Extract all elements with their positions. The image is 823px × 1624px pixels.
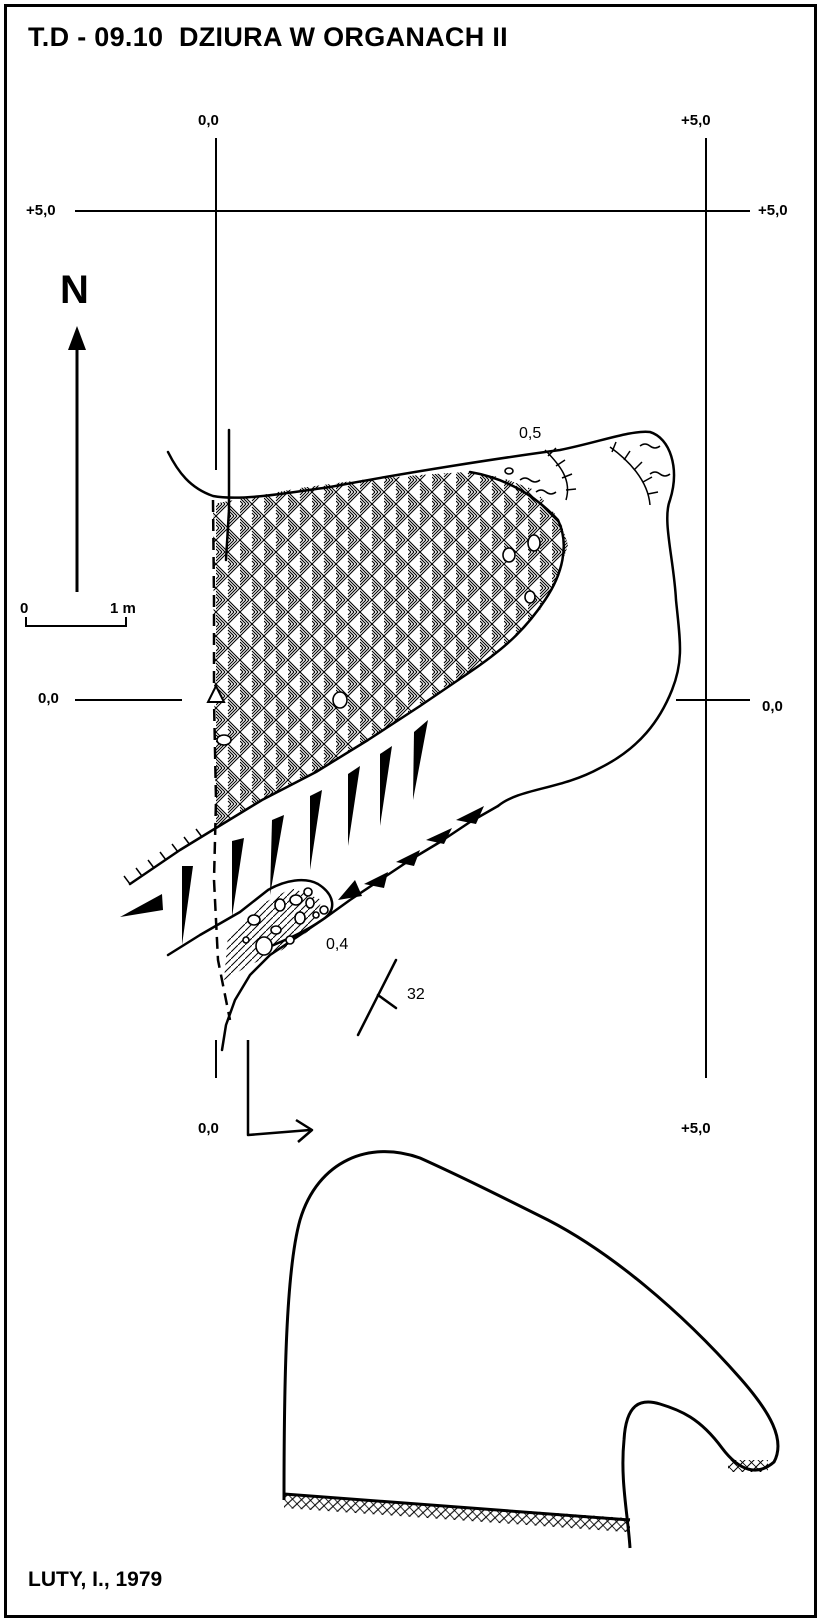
niche-hachures bbox=[519, 441, 671, 506]
grid-label-row1-right: +5,0 bbox=[758, 202, 788, 219]
dripline bbox=[211, 499, 232, 1021]
grid-label-top-left: 0,0 bbox=[198, 112, 219, 129]
scale-end-label: 1 m bbox=[110, 600, 136, 617]
grid-label-bottom-left: 0,0 bbox=[198, 1120, 219, 1137]
station-marker-icon bbox=[206, 683, 226, 703]
boulders bbox=[216, 467, 541, 956]
north-arrow-icon bbox=[68, 326, 86, 592]
ledge-hachures bbox=[123, 828, 203, 885]
slope-wedges bbox=[120, 720, 484, 945]
map-title: T.D - 09.10 DZIURA W ORGANACH II bbox=[28, 22, 508, 52]
depth-label-upper: 0,5 bbox=[519, 425, 542, 442]
scale-start-label: 0 bbox=[20, 600, 29, 617]
scale-bar bbox=[25, 617, 127, 627]
section-floor-hatch bbox=[284, 1494, 630, 1533]
author-credit: LUTY, I., 1979 bbox=[28, 1568, 163, 1591]
grid-label-bottom-right: +5,0 bbox=[681, 1120, 711, 1137]
north-label: N bbox=[60, 268, 89, 312]
section-ledge-hatch bbox=[728, 1460, 768, 1472]
survey-grid bbox=[75, 138, 750, 1078]
grid-label-top-right: +5,0 bbox=[681, 112, 711, 129]
grid-label-row1-left: +5,0 bbox=[26, 202, 56, 219]
grid-label-row2-right: 0,0 bbox=[762, 698, 783, 715]
section-arrow-icon bbox=[246, 1040, 314, 1143]
cross-section-outline bbox=[282, 1150, 780, 1549]
page-frame bbox=[4, 4, 817, 1618]
sediment-fill bbox=[213, 472, 568, 828]
dip-label: 32 bbox=[407, 986, 425, 1003]
grid-label-row2-left: 0,0 bbox=[38, 690, 59, 707]
depth-label-lower: 0,4 bbox=[326, 936, 349, 953]
